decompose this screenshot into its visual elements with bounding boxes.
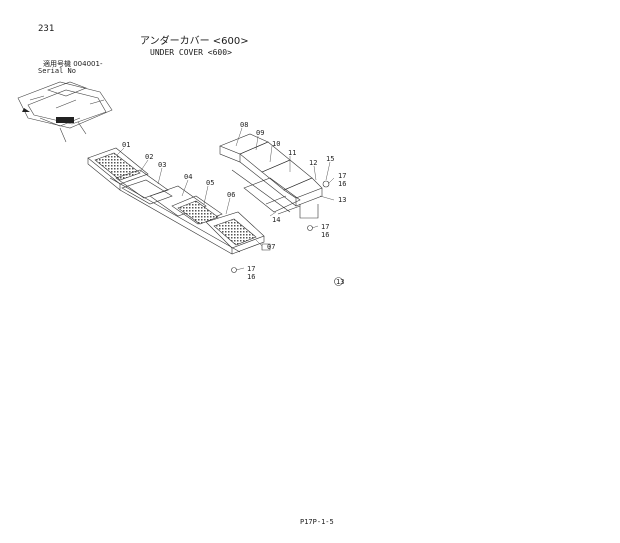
callout-17-right: 17 [338, 172, 346, 180]
callout-17-center: 17 [321, 223, 329, 231]
callout-16-center: 16 [321, 231, 329, 239]
callout-09: 09 [256, 129, 264, 137]
callout-05: 05 [206, 179, 214, 187]
callout-03: 03 [158, 161, 166, 169]
callout-01: 01 [122, 141, 130, 149]
callout-13-lower: 13 [336, 278, 344, 286]
callout-17-left: 17 [247, 265, 255, 273]
callout-13-upper: 13 [338, 196, 346, 204]
callout-16-left: 16 [247, 273, 255, 281]
callout-15: 15 [326, 155, 334, 163]
page-footer-code: P17P-1-5 [300, 518, 334, 526]
callout-07: 07 [267, 243, 275, 251]
callout-02: 02 [145, 153, 153, 161]
machine-locator-thumbnail [17, 81, 113, 143]
callout-04: 04 [184, 173, 192, 181]
callout-11: 11 [288, 149, 296, 157]
page-number: 231 [38, 24, 55, 34]
callout-12: 12 [309, 159, 317, 167]
callout-14: 14 [272, 216, 280, 224]
callout-leader-lines [115, 127, 335, 271]
callout-numbers: 01 02 03 04 05 06 07 08 09 10 11 12 13 1… [122, 121, 346, 286]
callout-06: 06 [227, 191, 235, 199]
callout-13-circle [334, 277, 343, 286]
callout-10: 10 [272, 140, 280, 148]
page-title-english: UNDER COVER <600> [150, 48, 232, 57]
serial-range-japanese: 適用号機 004001- [43, 60, 103, 68]
serial-label-english: Serial No [38, 67, 76, 75]
callout-08: 08 [240, 121, 248, 129]
page-title-japanese: アンダーカバー <600> [140, 36, 249, 47]
callout-16-right: 16 [338, 180, 346, 188]
left-under-cover-assembly [87, 147, 271, 255]
right-under-cover-assembly [219, 133, 330, 273]
